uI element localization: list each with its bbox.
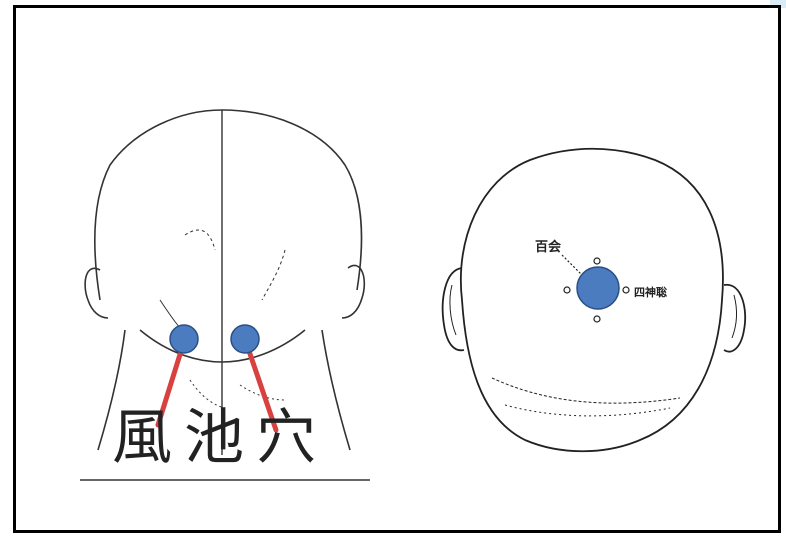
sishencong-point-left	[563, 286, 571, 294]
baihui-point	[576, 266, 620, 310]
sishencong-point-right	[622, 286, 630, 294]
baihui-label: 百会	[535, 240, 562, 255]
corner-tint	[770, 0, 786, 8]
image-frame	[13, 5, 781, 533]
left-pointer-line-1	[155, 345, 185, 428]
fengchi-point-left	[169, 324, 199, 354]
sishencong-point-top	[593, 257, 601, 265]
sishencong-points	[563, 257, 630, 323]
fengchi-label: 風池穴	[112, 403, 328, 473]
sishencong-point-bottom	[593, 315, 601, 323]
baihui-leader-line	[561, 254, 583, 276]
left-pointer-line-2	[245, 345, 279, 433]
sishencong-label: 四神聡	[634, 286, 667, 299]
right-head-figure	[441, 147, 747, 453]
fengchi-point-right	[230, 324, 260, 354]
